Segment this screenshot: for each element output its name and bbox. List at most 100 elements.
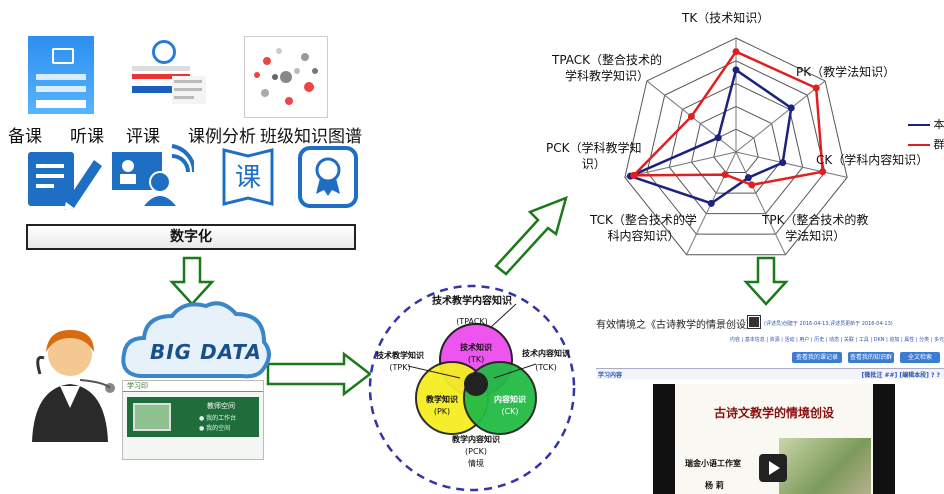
legend-group-marker [908,144,930,146]
tool-label-observation: 听课 [70,127,104,147]
tpack-venn-diagram: 技术教学内容知识 (TPACK) 技术知识 (TK) 教学知识 (PK) 内容知… [368,284,576,492]
radar-axis-pck [624,151,737,178]
class-evaluation-screenshot [172,76,206,104]
legend-self: 本人 [908,116,944,132]
tool-label-knowledge-graph: 班级知识图谱 [260,127,362,147]
radar-label-pck: PCK（学科教学知 识） [546,140,642,172]
radar-axis-ck [735,151,848,178]
webpage-section-bar: 学习内容 [微批注 ##] [编辑本段] ? ? [596,368,944,379]
platform-item-2[interactable]: ● 我的空间 [199,425,231,432]
tool-label-evaluation: 评课 [126,127,160,147]
venn-pck-code: (PCK) [465,447,487,456]
down-arrow-icon-2 [743,256,789,306]
right-arrow-icon [266,351,373,397]
lesson-prep-screenshot [28,36,94,114]
diagonal-arrow-icon [494,195,568,276]
radar-grid-ring [691,105,781,194]
radar-series-line-0 [626,67,793,205]
venn-pk-label: 教学知识 [425,394,458,404]
play-icon[interactable] [759,454,787,482]
radar-grid-ring [668,83,804,215]
venn-tck-code: (TCK) [535,363,557,372]
cloud-shape [121,301,271,379]
radar-grid-ring [646,60,826,235]
venn-tpack: (TPACK) [456,317,488,326]
venn-tk-label: 技术知识 [460,342,492,352]
platform-item-1[interactable]: ● 我的工作台 [199,415,237,422]
fulltext-search-button[interactable]: 全文检索 [900,352,940,363]
radar-label-tk: TK（技术知识） [682,11,770,25]
course-book-icon: 课 [222,148,274,206]
radar-point-1-tpk [748,181,756,189]
radar-label-tpack: TPACK（整合技术的 学科教学知识） [552,52,662,84]
edit-pen-icon [28,152,102,210]
radar-label-tpack-line2: 学科教学知识） [565,69,650,83]
platform-brand: 学习印 [127,382,148,390]
view-record-button[interactable]: 查看我的课记录 [792,352,842,363]
radar-point-1-pk [812,84,820,92]
platform-screenshot: 学习印 教师空间 ● 我的工作台 ● 我的空间 [122,380,264,460]
venn-tpk-code: (TPK) [389,363,410,372]
teacher-avatar [32,330,115,442]
radar-label-tpk-line1: TPK（整合技术的教 [762,213,869,227]
venn-tpk-label: 技术教学知识 [376,350,424,360]
radar-axis-pk [735,80,826,153]
platform-panel-title: 教师空间 [207,402,235,410]
radar-point-1-tpack [687,112,695,120]
radar-point-1-ck [819,168,827,176]
radar-grid-ring [624,37,848,256]
radar-point-0-pk [787,104,795,112]
svg-text:课: 课 [235,163,261,193]
venn-ck-label: 内容知识 [494,394,526,404]
venn-pck-label: 教学内容知识 [451,434,500,444]
tool-label-case-analysis: 课例分析 [188,127,256,147]
radar-series-line-1 [630,50,825,187]
venn-context: 情境 [468,458,484,468]
webpage-nav[interactable]: 内容 | 基本信息 | 资源 | 活动 | 用户 | 历史 | 动态 | 关联 … [729,337,944,343]
webpage-title-text: 有效情境之《古诗教学的情景创设》 [596,320,756,331]
radar-point-1-pck [630,171,638,179]
big-data-label: BIG DATA [150,340,262,364]
legend-group-label: 群体 [933,138,944,151]
tool-label-lesson-prep: 备课 [8,127,42,147]
legend-self-label: 本人 [933,118,944,131]
radar-point-0-tck [707,199,715,207]
video-player[interactable]: 古诗文教学的情境创设 瑞金小语工作室 杨 莉 [653,384,895,494]
webpage-meta: (评述员)创建于 2016-04-13,评述员更新于 2016-04-13) [764,321,893,327]
webpage-section-links[interactable]: [微批注 ##] [编辑本段] ? ? [861,372,940,379]
webpage-section-title: 学习内容 [598,372,623,379]
radar-point-1-tk [732,48,740,56]
legend-self-marker [908,124,930,126]
venn-tk-code: (TK) [468,355,484,364]
radar-label-tpk-line2: 学法知识） [785,229,846,243]
slide-author: 杨 莉 [705,481,724,490]
tpack-center [464,372,488,396]
radar-point-0-ck [779,159,787,167]
digitalization-banner: 数字化 [26,224,356,250]
view-knowledge-button[interactable]: 查看我的知识群 [848,352,894,363]
radar-point-0-tk [732,66,740,74]
radar-point-0-tpk [744,174,752,182]
radar-label-tck-line2: 科内容知识） [607,229,680,243]
radar-label-tck: TCK（整合技术的学 科内容知识） [590,212,697,244]
radar-point-0-tpack [714,134,722,142]
radar-label-ck: CK（学科内容知识） [816,153,929,167]
video-conference-icon [112,144,194,206]
radar-axis-tpk [735,151,786,255]
slide-painting [779,438,871,494]
webpage-title: 有效情境之《古诗教学的情景创设》 [596,316,756,331]
radar-label-tpack-line1: TPACK（整合技术的 [552,53,663,67]
video-slide: 古诗文教学的情境创设 瑞金小语工作室 杨 莉 [675,384,873,494]
tpack-radar-chart [624,37,848,256]
down-arrow-icon [169,256,215,306]
radar-label-pck-line1: PCK（学科教学知 [546,141,642,155]
radar-label-pk: PK（教学法知识） [796,65,896,79]
platform-monitor-icon [133,403,171,431]
venn-title: 技术教学内容知识 [432,294,512,307]
radar-label-tck-line1: TCK（整合技术的学 [590,213,697,227]
slide-studio: 瑞金小语工作室 [685,459,741,468]
knowledge-graph-screenshot [244,36,328,118]
certificate-badge-icon [298,146,358,208]
knowledge-graph-icon [254,48,318,105]
